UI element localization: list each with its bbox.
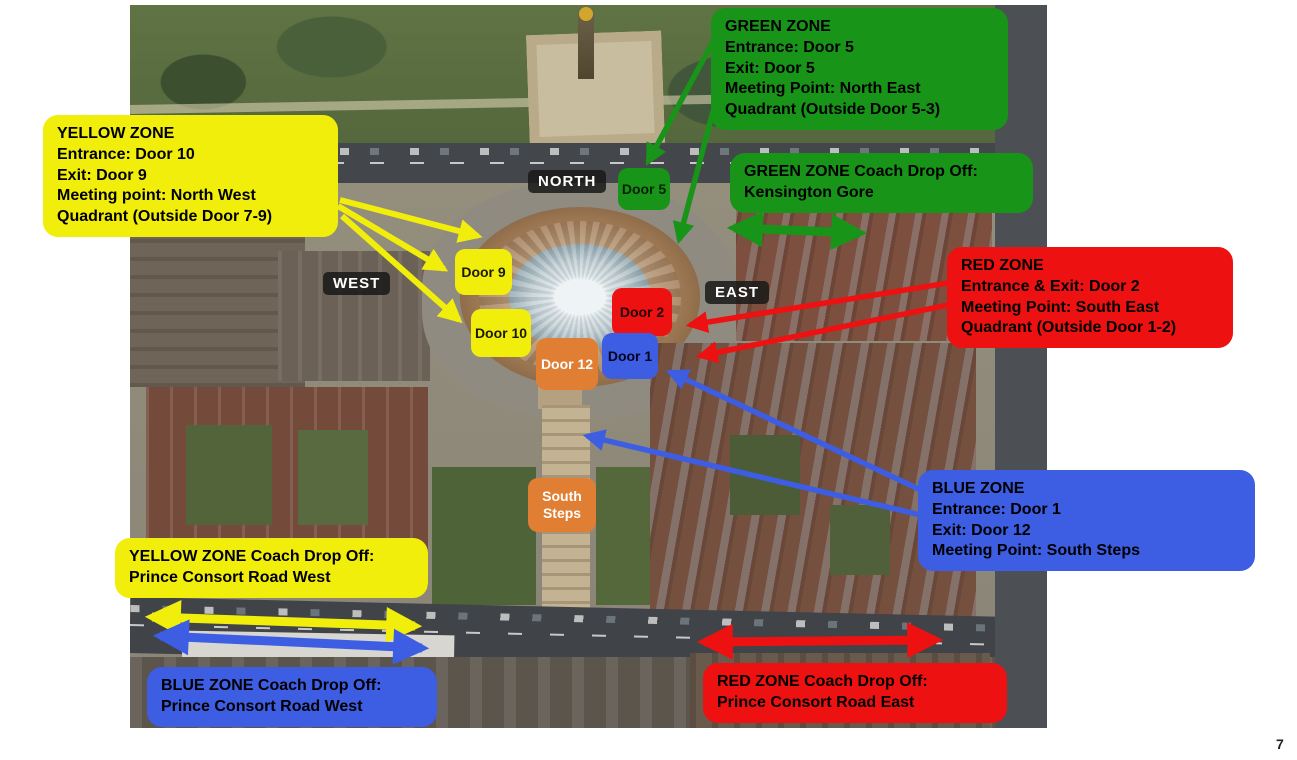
red-coach-line2: Prince Consort Road East xyxy=(717,693,915,711)
blue-zone-entrance: Entrance: Door 1 xyxy=(932,500,1061,518)
blue-zone-title: BLUE ZONE xyxy=(932,480,1025,497)
door-1-marker: Door 1 xyxy=(602,333,658,379)
yellow-coach-line2: Prince Consort Road West xyxy=(129,568,331,586)
green-coach-line2: Kensington Gore xyxy=(744,183,874,201)
albert-memorial-plaza xyxy=(526,30,665,148)
yellow-zone-entrance: Entrance: Door 10 xyxy=(57,145,195,163)
compass-label-east: EAST xyxy=(705,281,770,304)
red-zone-title: RED ZONE xyxy=(961,257,1044,274)
red-zone-entrance-exit: Entrance & Exit: Door 2 xyxy=(961,277,1140,295)
door-9-marker: Door 9 xyxy=(455,249,512,295)
green-zone-meeting-point: Meeting Point: North East Quadrant (Outs… xyxy=(725,80,941,119)
red-zone-coach-dropoff-box: RED ZONE Coach Drop Off: Prince Consort … xyxy=(703,663,1007,723)
door-2-marker: Door 2 xyxy=(612,288,672,336)
yellow-zone-coach-dropoff-box: YELLOW ZONE Coach Drop Off: Prince Conso… xyxy=(115,538,428,598)
red-coach-line1: RED ZONE Coach Drop Off: xyxy=(717,673,928,690)
blue-zone-exit: Exit: Door 12 xyxy=(932,521,1031,539)
south-lawn-left xyxy=(432,467,536,605)
mansions-courtyard xyxy=(730,435,800,515)
green-coach-line1: GREEN ZONE Coach Drop Off: xyxy=(744,163,978,180)
blue-zone-meeting-point: Meeting Point: South Steps xyxy=(932,542,1140,560)
page-number: 7 xyxy=(1276,736,1284,752)
blue-coach-line2: Prince Consort Road West xyxy=(161,697,363,715)
blue-coach-line1: BLUE ZONE Coach Drop Off: xyxy=(161,677,382,694)
blue-zone-info-box: BLUE ZONE Entrance: Door 1 Exit: Door 12… xyxy=(918,470,1255,572)
door-10-marker: Door 10 xyxy=(471,309,531,357)
blue-zone-coach-dropoff-box: BLUE ZONE Coach Drop Off: Prince Consort… xyxy=(147,667,437,727)
door-5-marker: Door 5 xyxy=(618,168,670,210)
yellow-zone-exit: Exit: Door 9 xyxy=(57,166,147,184)
south-steps-marker: South Steps xyxy=(528,478,596,532)
green-zone-coach-dropoff-box: GREEN ZONE Coach Drop Off: Kensington Go… xyxy=(730,153,1033,213)
door-12-marker: Door 12 xyxy=(536,338,598,390)
albert-memorial-statue xyxy=(579,7,593,21)
green-zone-exit: Exit: Door 5 xyxy=(725,59,815,77)
green-zone-info-box: GREEN ZONE Entrance: Door 5 Exit: Door 5… xyxy=(711,8,1008,130)
courtyard-left xyxy=(186,425,272,525)
west-side-buildings xyxy=(278,251,430,381)
mansions-courtyard-2 xyxy=(830,505,890,575)
yellow-zone-meeting-point: Meeting point: North West Quadrant (Outs… xyxy=(57,187,273,226)
albert-memorial-spire xyxy=(578,13,594,79)
compass-label-north: NORTH xyxy=(528,170,607,193)
compass-label-west: WEST xyxy=(323,272,391,295)
red-zone-meeting-point: Meeting Point: South East Quadrant (Outs… xyxy=(961,298,1177,337)
yellow-zone-title: YELLOW ZONE xyxy=(57,125,175,142)
courtyard-right xyxy=(298,430,368,525)
yellow-zone-info-box: YELLOW ZONE Entrance: Door 10 Exit: Door… xyxy=(43,115,338,237)
green-zone-entrance: Entrance: Door 5 xyxy=(725,38,854,56)
red-zone-info-box: RED ZONE Entrance & Exit: Door 2 Meeting… xyxy=(947,247,1233,349)
green-zone-title: GREEN ZONE xyxy=(725,18,831,35)
yellow-coach-line1: YELLOW ZONE Coach Drop Off: xyxy=(129,548,375,565)
